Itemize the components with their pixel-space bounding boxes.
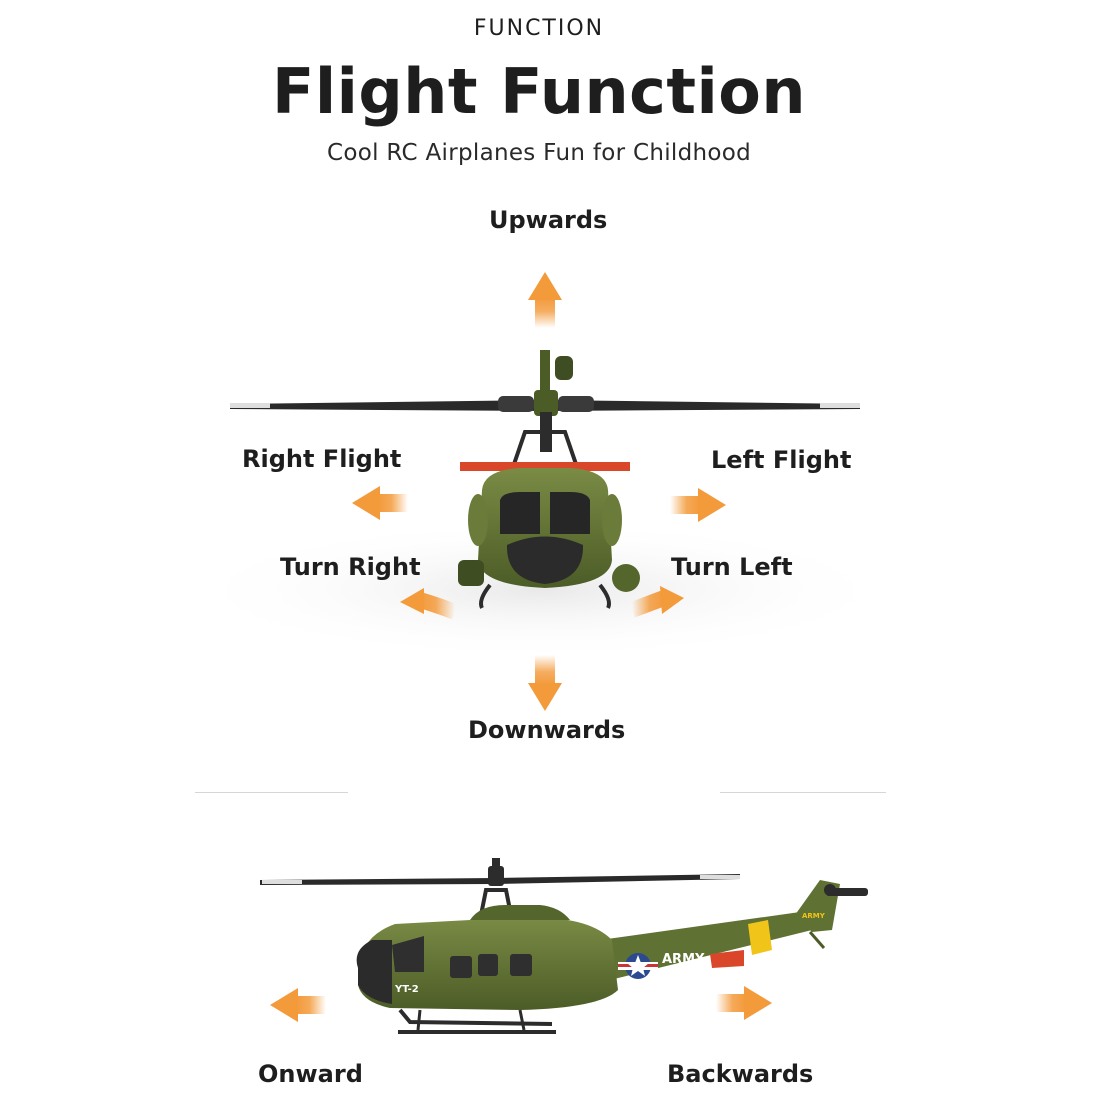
divider-right [720,792,886,793]
upwards-label: Upwards [489,206,608,234]
tail-marking: ARMY [802,912,825,920]
turn-left-label: Turn Left [671,553,793,581]
onward-label: Onward [258,1060,363,1088]
page-subtitle: Cool RC Airplanes Fun for Childhood [326,140,751,166]
side-helicopter [260,858,868,1034]
page-title: Flight Function [271,55,806,128]
upwards-arrow-icon [528,272,562,328]
backwards-arrow-icon [716,986,772,1020]
front-helicopter [230,350,860,609]
nose-marking: YT-2 [395,984,419,995]
left-flight-label: Left Flight [711,446,852,474]
fuselage-marking: ARMY [662,952,705,967]
turn-left-arrow-icon [629,586,684,618]
divider-left [195,792,348,793]
backwards-label: Backwards [667,1060,814,1088]
left-flight-arrow-icon [670,488,726,522]
onward-arrow-icon [270,988,326,1022]
right-flight-label: Right Flight [242,445,402,473]
turn-right-arrow-icon [400,588,458,620]
turn-right-label: Turn Right [280,553,421,581]
downwards-label: Downwards [468,716,626,744]
right-flight-arrow-icon [352,486,408,520]
section-eyebrow: FUNCTION [473,16,605,41]
downwards-arrow-icon [528,655,562,711]
